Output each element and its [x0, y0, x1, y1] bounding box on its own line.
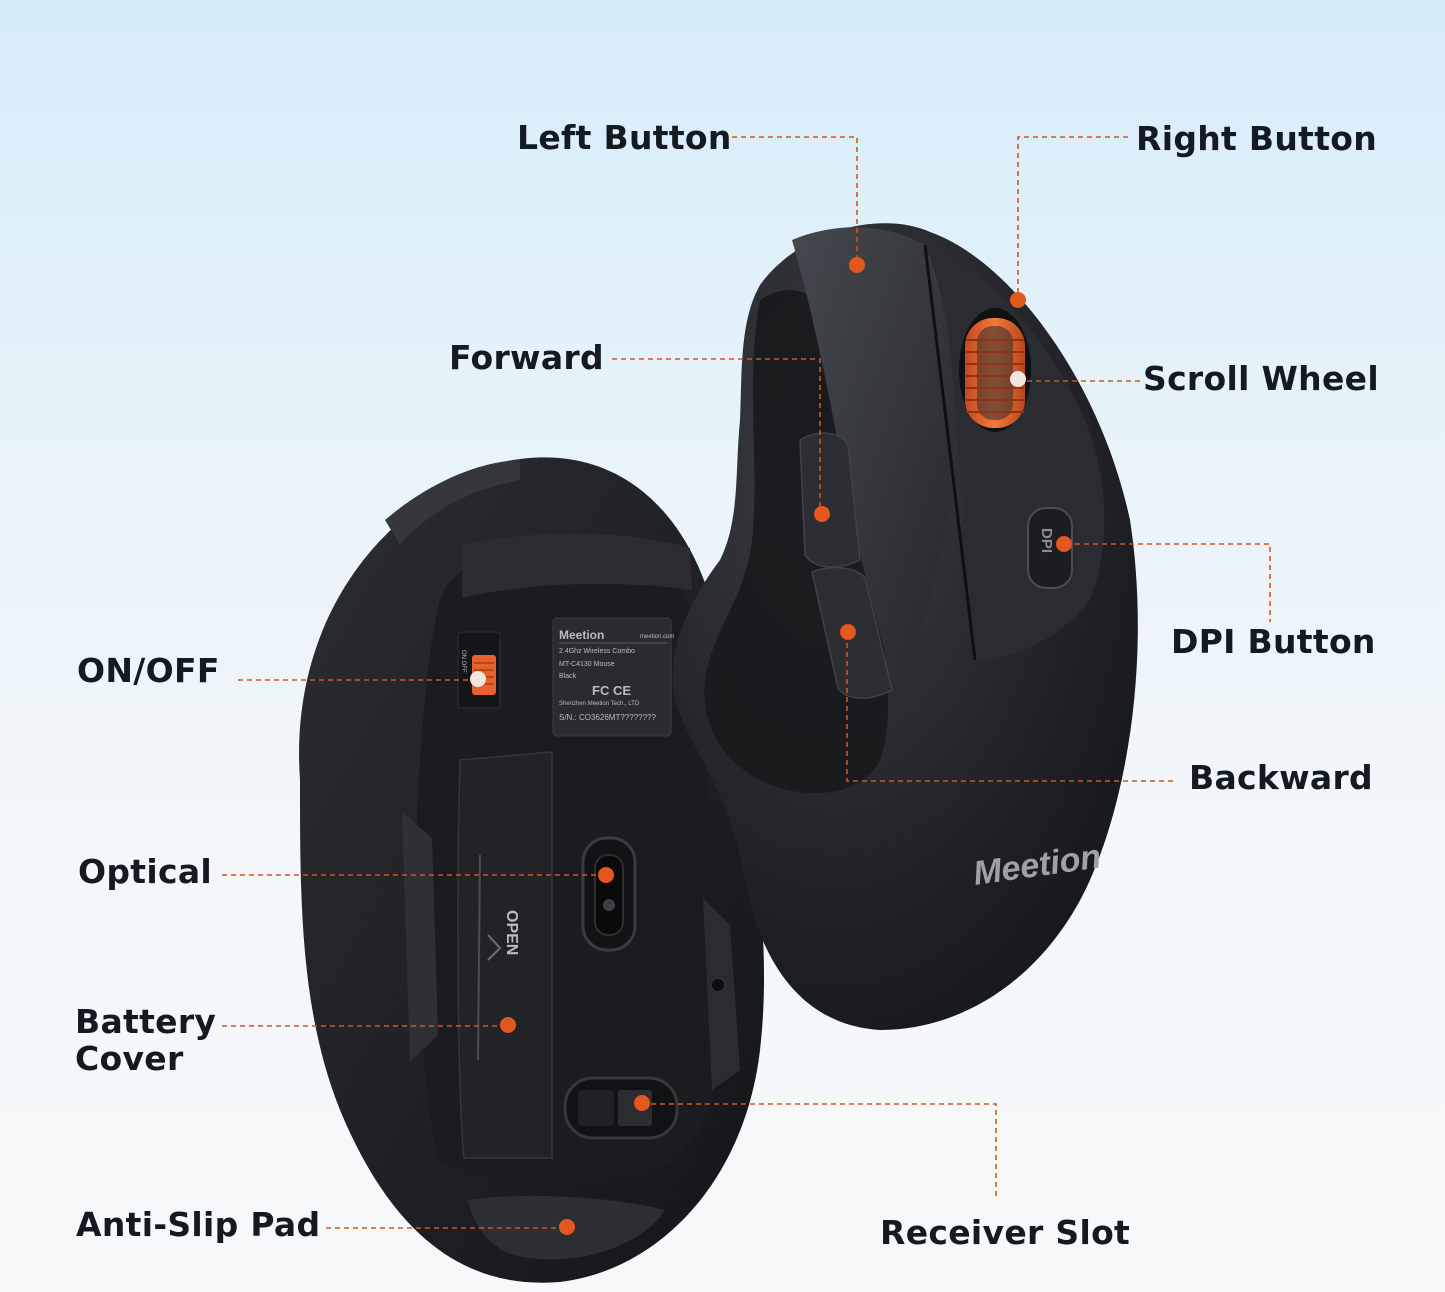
leader-right-button: [1017, 136, 1128, 297]
label-forward: Forward: [449, 338, 604, 377]
side-pad-right: [703, 898, 740, 1090]
dpi-button[interactable]: DPI: [1027, 507, 1073, 589]
sticker-serial: S/N.: CO3626MT????????: [559, 713, 656, 722]
sticker-line3: Black: [559, 673, 577, 680]
label-dpi-button: DPI Button: [1171, 622, 1376, 661]
leader-lines: [222, 136, 1271, 1229]
leader-left-button: [732, 136, 858, 262]
product-sticker: Meetion meetion.com 2.4Ghz Wireless Comb…: [552, 617, 674, 737]
battery-cover[interactable]: OPEN: [457, 751, 553, 1159]
label-battery-cover: Battery Cover: [75, 1002, 217, 1078]
sticker-maker: Shenzhen Meetion Tech., LTD: [559, 701, 640, 707]
leader-receiver-slot: [642, 1103, 997, 1200]
marker-dots: [470, 257, 1072, 1235]
label-backward: Backward: [1189, 758, 1373, 797]
leader-forward: [612, 358, 821, 512]
dot-forward: [814, 506, 830, 522]
power-switch[interactable]: ON OFF: [457, 631, 501, 709]
dot-on-off: [470, 671, 486, 687]
top-rim: [385, 460, 520, 545]
label-anti-slip-pad: Anti-Slip Pad: [76, 1205, 321, 1244]
switch-text: ON OFF: [460, 650, 466, 673]
leader-backward: [846, 632, 1173, 782]
dpi-text: DPI: [1038, 528, 1055, 553]
dot-backward: [840, 624, 856, 640]
label-on-off: ON/OFF: [77, 651, 220, 690]
label-receiver-slot: Receiver Slot: [880, 1213, 1131, 1252]
battery-open-text: OPEN: [503, 910, 520, 955]
dot-dpi-button: [1056, 536, 1072, 552]
dot-right-button: [1010, 292, 1026, 308]
sticker-marks: FC CE: [592, 683, 631, 698]
label-right-button: Right Button: [1136, 119, 1378, 158]
sticker-brand: Meetion: [559, 628, 604, 642]
screw-hole: [710, 977, 726, 993]
left-button[interactable]: [792, 227, 955, 700]
front-pad: [462, 533, 692, 598]
optical-sensor: [581, 836, 637, 952]
dot-anti-slip-pad: [559, 1219, 575, 1235]
dot-left-button: [849, 257, 865, 273]
dot-battery-cover: [500, 1017, 516, 1033]
dot-scroll-wheel: [1010, 371, 1026, 387]
dot-receiver-slot: [634, 1095, 650, 1111]
sticker-line1: 2.4Ghz Wireless Combo: [559, 648, 635, 655]
sticker-website: meetion.com: [640, 634, 674, 640]
dot-optical: [598, 867, 614, 883]
sticker-line2: MT-C4130 Mouse: [559, 661, 615, 668]
leader-dpi-button: [1066, 543, 1271, 622]
label-scroll-wheel: Scroll Wheel: [1143, 359, 1379, 398]
receiver-slot: [563, 1076, 679, 1140]
mouse-top-view: DPI Meetion: [672, 223, 1138, 1031]
mouse-bottom-view: Meetion meetion.com 2.4Ghz Wireless Comb…: [299, 457, 765, 1283]
scroll-wheel[interactable]: [959, 308, 1031, 432]
forward-button[interactable]: [799, 432, 861, 568]
label-optical: Optical: [78, 852, 213, 891]
label-left-button: Left Button: [517, 118, 732, 157]
